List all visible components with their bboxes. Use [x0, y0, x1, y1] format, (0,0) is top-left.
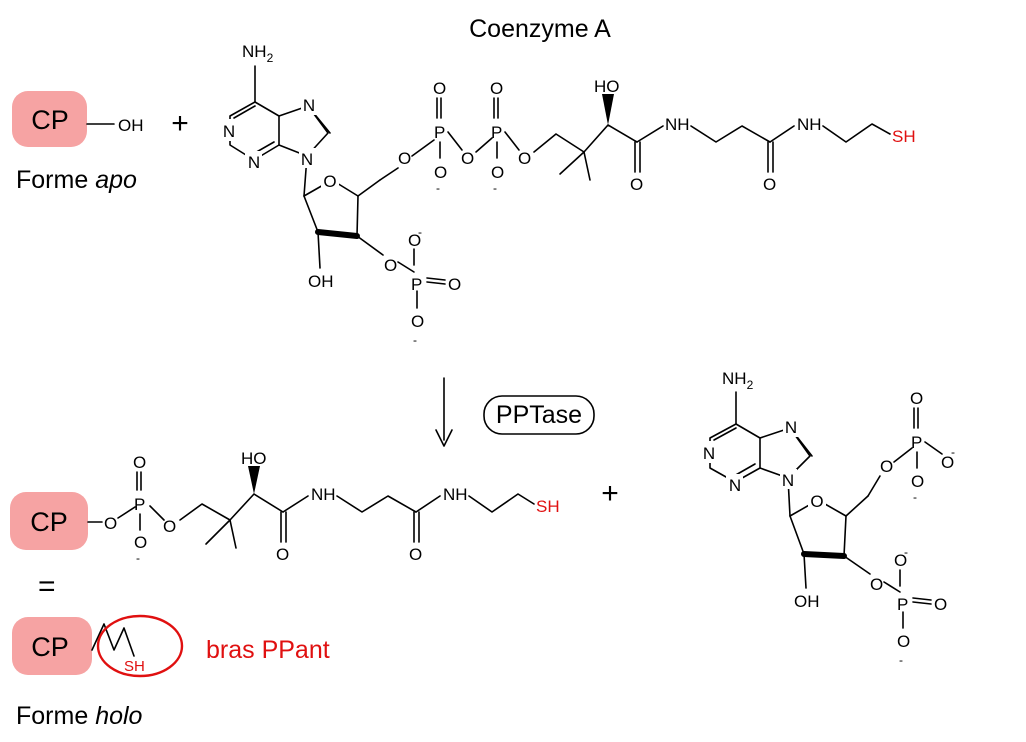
- svg-text:O: O: [897, 632, 910, 651]
- reaction-arrow: [435, 377, 453, 447]
- svg-text:O: O: [408, 231, 421, 250]
- plus-sign-top: +: [171, 107, 189, 140]
- svg-text:P: P: [134, 495, 145, 514]
- svg-text:HO: HO: [241, 449, 267, 468]
- svg-text:P: P: [491, 123, 502, 142]
- svg-text:-: -: [913, 490, 917, 504]
- svg-text:O: O: [518, 149, 531, 168]
- enzyme-badge-frame: [483, 395, 595, 435]
- svg-text:P: P: [897, 595, 908, 614]
- svg-text:O: O: [323, 172, 336, 191]
- svg-text:O: O: [448, 275, 461, 294]
- svg-text:P: P: [411, 275, 422, 294]
- apo-oh-label: OH: [118, 116, 144, 135]
- svg-text:NH2: NH2: [722, 369, 754, 392]
- svg-text:-: -: [413, 333, 417, 347]
- svg-text:N: N: [782, 471, 794, 490]
- coenzyme-a-molecule: N N N N NH2 O OH O P O -: [221, 42, 916, 347]
- enzyme-label: PPTase: [496, 401, 582, 429]
- svg-text:-: -: [904, 545, 908, 559]
- svg-text:O: O: [409, 545, 422, 564]
- svg-text:O: O: [398, 149, 411, 168]
- adp-molecule: N N N N NH2 O OH O P O - O O - O P: [701, 369, 955, 667]
- svg-text:CP: CP: [31, 632, 69, 662]
- svg-text:O: O: [133, 453, 146, 472]
- svg-text:O: O: [276, 545, 289, 564]
- svg-text:O: O: [104, 514, 117, 533]
- enzyme-badge: PPTase: [483, 395, 595, 435]
- svg-text:O: O: [870, 575, 883, 594]
- svg-text:N: N: [785, 418, 797, 437]
- svg-text:HO: HO: [594, 77, 620, 96]
- holo-thiol: SH: [536, 497, 560, 516]
- apo-protein-shape: [12, 91, 87, 147]
- ppant-arm-squiggle: [91, 623, 135, 657]
- coa-pantetheine: HO O NH O NH SH: [533, 77, 916, 194]
- svg-text:O: O: [434, 163, 447, 182]
- svg-text:NH: NH: [665, 115, 690, 134]
- svg-text:SH: SH: [124, 658, 145, 675]
- svg-text:P: P: [911, 433, 922, 452]
- svg-text:O: O: [934, 595, 947, 614]
- svg-text:O: O: [880, 457, 893, 476]
- svg-text:P: P: [434, 123, 445, 142]
- holo-schematic: CP SH bras PPant: [12, 614, 330, 678]
- holo-schematic-protein: [12, 617, 92, 675]
- svg-text:-: -: [951, 445, 955, 459]
- svg-text:O: O: [433, 79, 446, 98]
- svg-text:O: O: [461, 149, 474, 168]
- coa-thiol: SH: [892, 127, 916, 146]
- svg-text:O: O: [163, 517, 176, 536]
- apo-protein: CP OH: [12, 91, 144, 147]
- svg-text:N: N: [303, 96, 315, 115]
- svg-text:N: N: [248, 153, 260, 172]
- holo-form-label: Forme holo: [16, 702, 143, 730]
- svg-text:O: O: [810, 492, 823, 511]
- svg-text:-: -: [899, 653, 903, 667]
- coa-diphosphate: O P O O - O P O O - O: [398, 79, 531, 195]
- svg-text:N: N: [223, 122, 235, 141]
- svg-text:O: O: [384, 256, 397, 275]
- svg-text:OH: OH: [308, 272, 334, 291]
- diagram-title: Coenzyme A: [469, 15, 611, 43]
- apo-form-label: Forme apo: [16, 166, 137, 194]
- svg-text:-: -: [436, 181, 440, 195]
- svg-text:O: O: [910, 389, 923, 408]
- equals-sign: =: [38, 570, 56, 603]
- svg-text:-: -: [493, 181, 497, 195]
- svg-text:O: O: [911, 472, 924, 491]
- svg-text:N: N: [703, 444, 715, 463]
- svg-text:-: -: [136, 551, 140, 565]
- svg-text:NH: NH: [311, 485, 336, 504]
- svg-text:O: O: [941, 453, 954, 472]
- svg-text:-: -: [418, 225, 422, 239]
- svg-text:O: O: [490, 79, 503, 98]
- holo-protein-label: CP: [30, 507, 68, 537]
- svg-text:O: O: [894, 551, 907, 570]
- holo-protein-shape: [10, 492, 88, 550]
- svg-text:N: N: [729, 476, 741, 495]
- svg-text:N: N: [301, 150, 313, 169]
- svg-text:O: O: [134, 533, 147, 552]
- plus-sign-bottom: +: [601, 477, 619, 510]
- coa-nh2: NH2: [242, 42, 274, 65]
- ppant-arm-label: bras PPant: [206, 636, 330, 664]
- ppant-highlight-ellipse: [96, 614, 184, 678]
- svg-text:NH: NH: [443, 485, 468, 504]
- coa-ribose: O OH O P O - O O -: [303, 167, 461, 347]
- svg-text:O: O: [411, 312, 424, 331]
- apo-protein-label: CP: [31, 105, 69, 135]
- coa-adenine: N N N N NH2: [221, 42, 331, 197]
- svg-text:O: O: [763, 175, 776, 194]
- svg-text:NH: NH: [797, 115, 822, 134]
- holo-protein: CP O P O O - O HO O NH O NH SH: [10, 449, 560, 565]
- svg-text:O: O: [491, 163, 504, 182]
- svg-text:O: O: [630, 175, 643, 194]
- svg-text:OH: OH: [794, 592, 820, 611]
